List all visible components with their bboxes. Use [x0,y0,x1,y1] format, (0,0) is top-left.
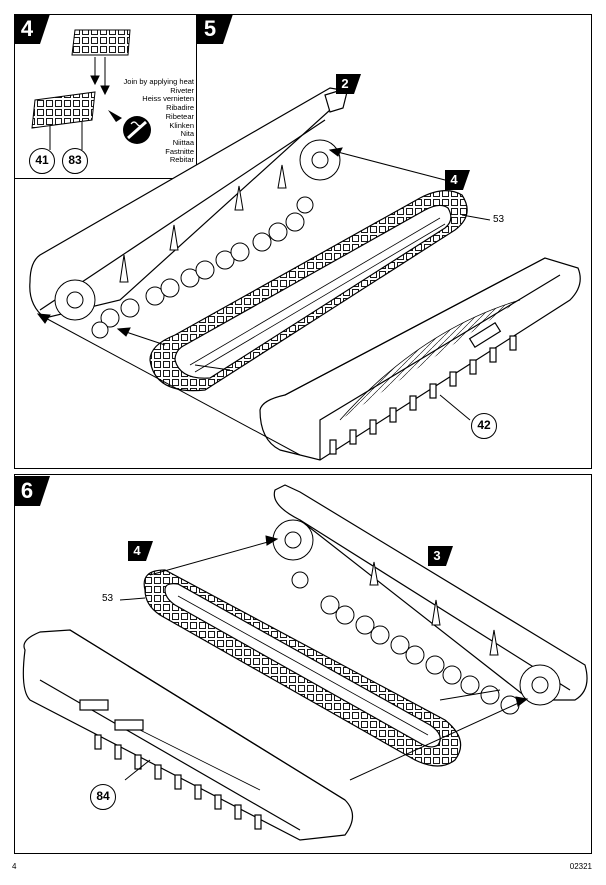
instruction-line: Rebitar [169,155,194,165]
step-4-badge: 4 [14,14,50,44]
track-link-icon [31,29,131,150]
instruction-line: Nita [180,129,194,139]
track-top [149,190,468,392]
side-skirt-bottom [22,629,354,841]
hull-side-plate-top [29,87,349,319]
instruction-line: Heiss vernieten [142,94,194,104]
bogie-wheels-top [54,139,341,339]
part-42-label: 42 [471,413,497,439]
heat-riveting-instructions: Join by applying heat Riveter Heiss vern… [108,77,194,165]
part-53-callout: 53 [493,214,505,225]
part-53-callout-bottom: 53 [102,593,114,604]
instruction-line: Ribadire [166,103,194,113]
catalog-number: 02321 [569,862,592,871]
ref-step-4-badge-bottom: 4 [128,541,153,561]
step-5-badge: 5 [197,14,233,44]
instruction-line: Fastnitte [165,146,194,156]
step-6-panel [14,474,592,854]
track-bottom [143,569,462,767]
ref-step-4-badge: 4 [445,170,470,190]
instruction-line: Niittaa [172,137,194,147]
heat-tool-icon [108,110,151,144]
bogie-wheels-bottom [272,519,561,715]
part-84-label: 84 [90,784,116,810]
part-41-label: 41 [29,148,55,174]
assembly-arrows-bottom [119,535,529,781]
step-6-badge: 6 [14,476,50,506]
assembly-arrows-top [36,147,491,456]
ref-step-2-badge: 2 [336,74,361,94]
instruction-line: Ribetear [165,111,194,121]
part-83-label: 83 [62,148,88,174]
instruction-line: Riveter [170,85,194,95]
page-number: 4 [12,862,17,871]
instruction-line: Join by applying heat [123,77,194,86]
side-skirt-top [259,257,581,461]
step-5-panel [14,14,592,469]
ref-step-3-badge: 3 [428,546,453,566]
instruction-line: Klinken [169,120,194,130]
